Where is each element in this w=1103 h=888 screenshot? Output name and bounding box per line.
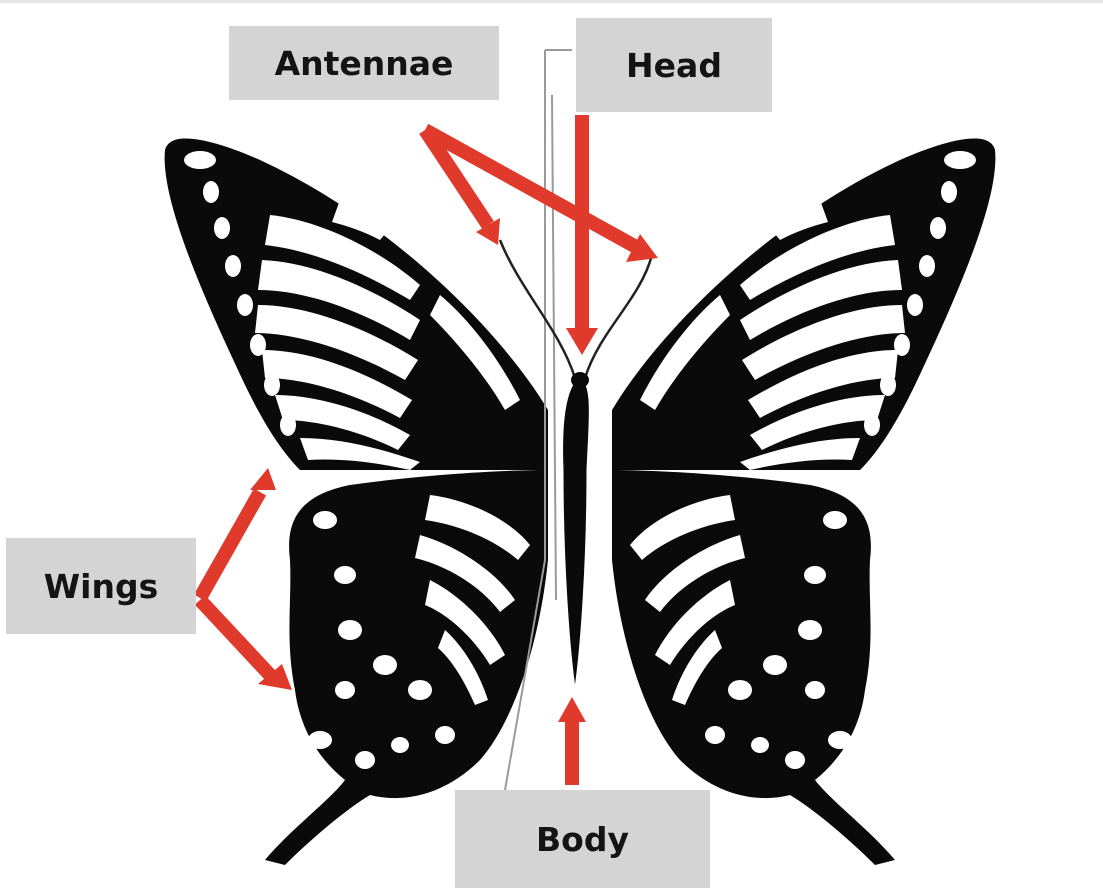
- head-label: Head: [576, 18, 772, 112]
- left-wings: [165, 139, 548, 865]
- right-wings: [612, 139, 995, 865]
- butterfly-body: [562, 375, 591, 695]
- body-label: Body: [455, 790, 710, 888]
- butterfly-head: [571, 372, 589, 388]
- antennae-label: Antennae: [229, 26, 499, 100]
- arrow-wings-fore: [200, 492, 260, 598]
- wings-label: Wings: [6, 538, 196, 634]
- arrow-wings-hind: [200, 600, 270, 675]
